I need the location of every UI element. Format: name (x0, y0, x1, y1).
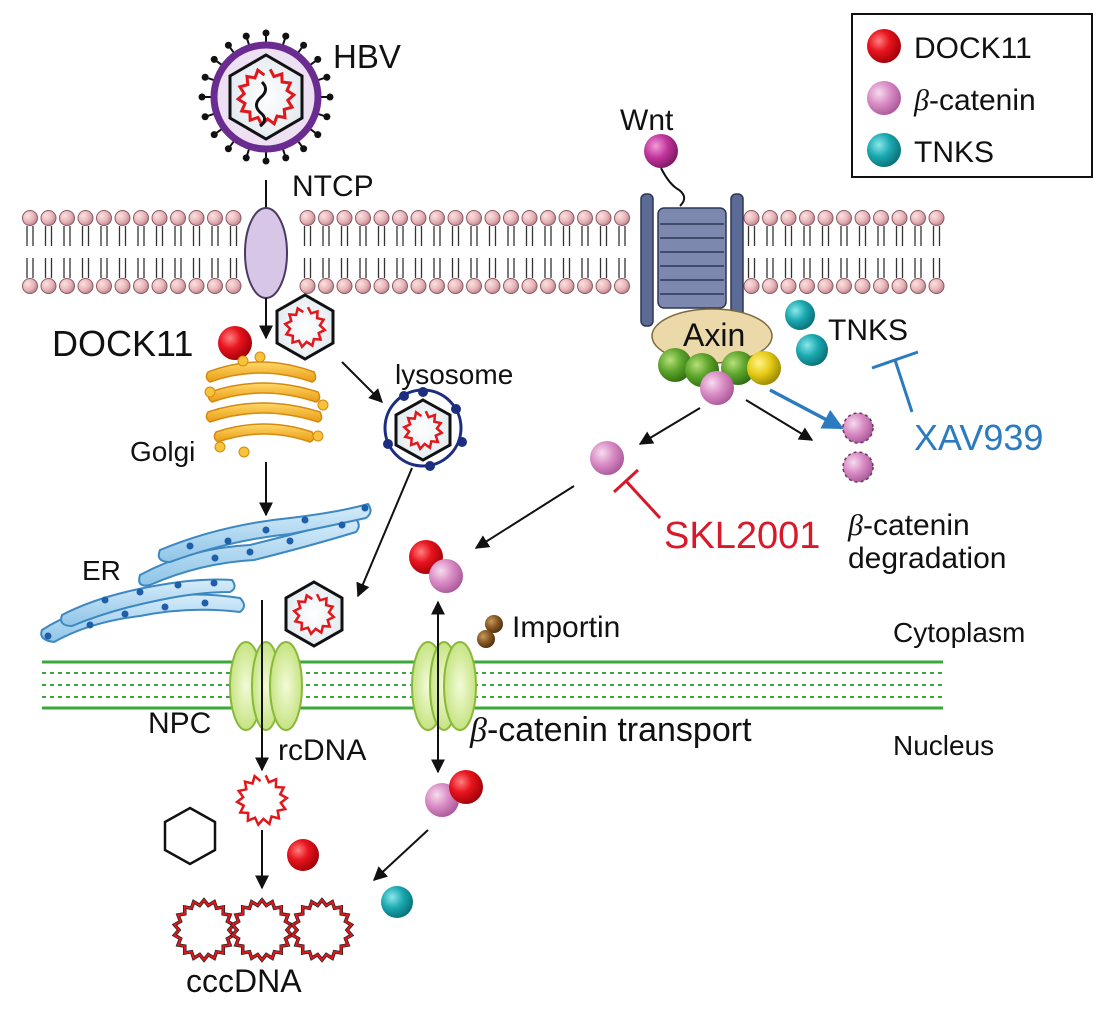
dock11-label: DOCK11 (52, 323, 193, 364)
cccdna-label: cccDNA (186, 963, 302, 999)
legend-dock11-swatch (867, 29, 901, 63)
wnt-label: Wnt (620, 104, 674, 137)
cytoplasm-label: Cytoplasm (893, 617, 1025, 648)
legend-tnks-swatch (867, 133, 901, 167)
beta-symbol-transport: β (469, 712, 487, 749)
nucleocapsid-at-npc (284, 580, 344, 648)
npc-label: NPC (148, 707, 211, 740)
xav939-label: XAV939 (914, 417, 1043, 458)
beta-catenin-bound (700, 371, 734, 405)
tnks-complex-2 (796, 334, 828, 366)
destruction-complex-protein-4 (747, 351, 781, 385)
tnks-complex-1 (785, 300, 815, 330)
nuclear-envelope (42, 660, 943, 710)
importin-1 (485, 615, 503, 633)
nucleocapsid-entry (275, 293, 335, 361)
dock11-nuclear (287, 839, 319, 871)
hbv-label: HBV (333, 38, 401, 75)
frizzled-receptor (640, 193, 744, 327)
hbv-virion (198, 29, 334, 165)
golgi-label: Golgi (130, 436, 195, 467)
nuclear-pore-complex-left (229, 641, 303, 731)
catenin-deg-text: -catenin (863, 509, 970, 542)
hbv-envelope-spikes (198, 29, 334, 165)
endoplasmic-reticulum (40, 502, 372, 644)
legend-beta-catenin-swatch (867, 81, 901, 115)
empty-capsid (163, 806, 217, 866)
destruction-complex-protein-1 (658, 348, 692, 382)
legend-beta-catenin-label: β-catenin (913, 84, 1036, 117)
er-label: ER (82, 555, 121, 586)
dock11-molecule (218, 326, 252, 360)
rcdna-in-nucleus (234, 773, 290, 827)
beta-catenin-degradation-line1: β-catenin (847, 509, 970, 542)
importin-2 (477, 630, 495, 648)
nuclear-pore-complex-right (411, 641, 477, 731)
beta-catenin-degrading-2 (842, 451, 874, 483)
legend: DOCK11 β-catenin TNKS (851, 13, 1093, 178)
ntcp-label: NTCP (292, 170, 374, 203)
tnks-nuclear (381, 886, 413, 918)
cccdna-molecules (171, 897, 355, 963)
beta-symbol-deg: β (847, 509, 863, 542)
ntcp-receptor (244, 207, 288, 299)
wnt-ligand (644, 134, 678, 168)
cccdna-ring-2 (229, 897, 295, 963)
legend-catenin-text: -catenin (929, 84, 1036, 117)
legend-dock11-label: DOCK11 (914, 32, 1032, 65)
beta-catenin-complex-cytoplasm (429, 559, 463, 593)
rcdna-label: rcDNA (278, 734, 366, 767)
importin-label: Importin (512, 611, 620, 644)
axin-label: Axin (683, 317, 745, 353)
dock11-nuclear-complex (449, 770, 483, 804)
skl2001-label: SKL2001 (664, 515, 820, 557)
beta-catenin-transport-label: β-catenin transport (469, 711, 752, 749)
catenin-transport-text: -catenin transport (487, 711, 752, 749)
beta-catenin-degradation-line2: degradation (848, 542, 1006, 575)
legend-tnks-label: TNKS (914, 136, 994, 169)
golgi-apparatus (204, 351, 329, 458)
cccdna-ring-1 (171, 897, 237, 963)
beta-catenin-degrading-1 (842, 412, 874, 444)
lysosome (383, 387, 467, 471)
cccdna-ring-3 (289, 897, 355, 963)
beta-catenin-free (590, 441, 624, 475)
nucleus-label: Nucleus (893, 730, 994, 761)
tnks-label: TNKS (828, 314, 908, 347)
legend-beta-symbol: β (913, 84, 929, 117)
cell-membrane (22, 210, 945, 294)
lysosome-label: lysosome (395, 359, 513, 390)
